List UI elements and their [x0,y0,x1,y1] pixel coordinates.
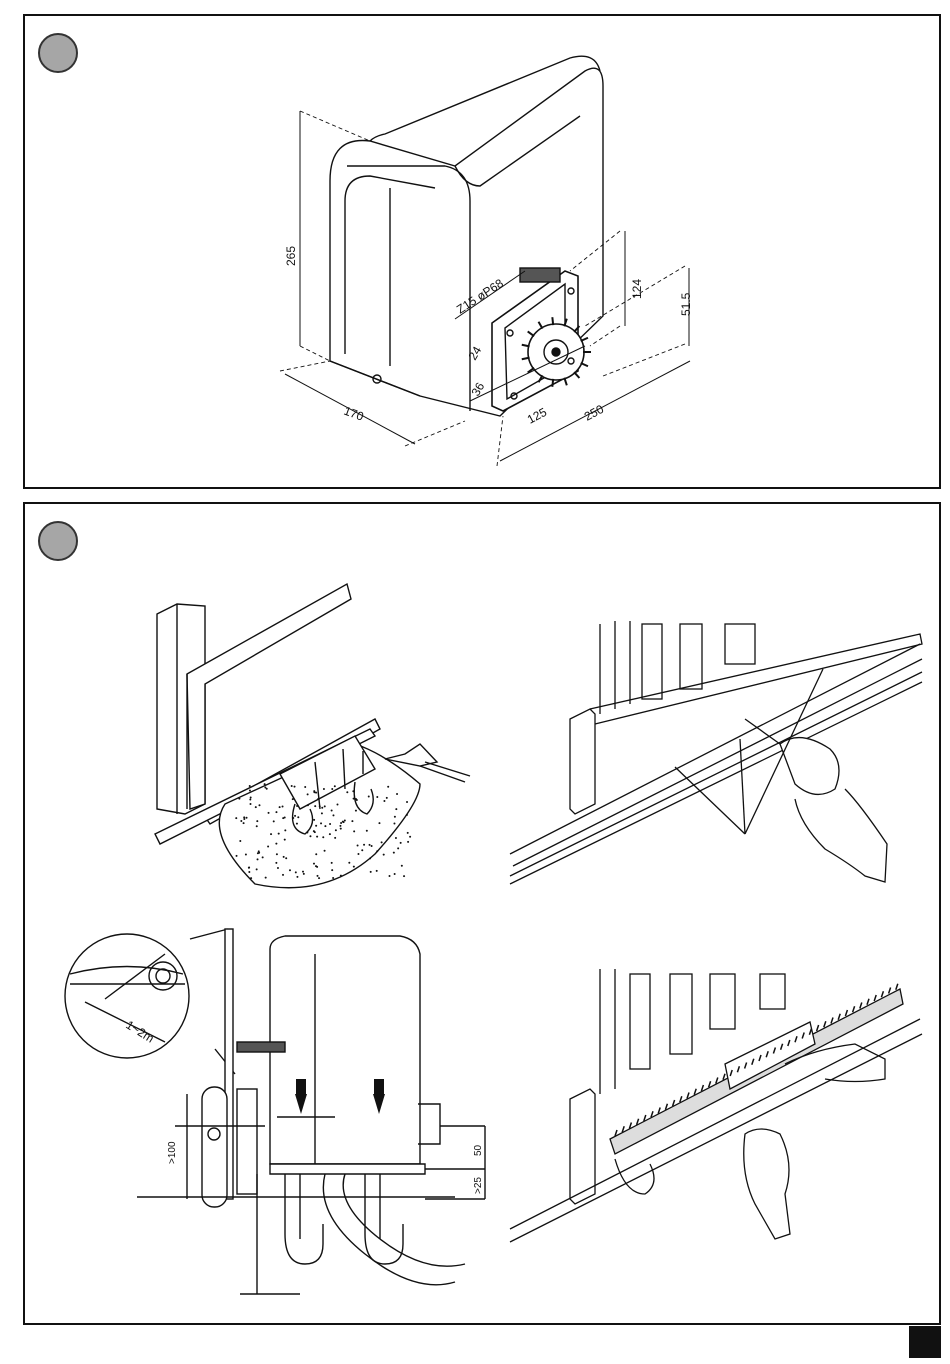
dim-depth: 170 [342,404,366,424]
dim-width: 250 [582,402,607,424]
dim-plate-height: 50 [473,1144,484,1156]
rack-installation-illustration [510,969,922,1242]
page-corner-marker [909,1326,941,1358]
dim-pinion-center: 51.5 [679,292,693,316]
motor-dimension-drawing: 265 170 250 125 124 51.5 Z15 øP68 24 36 [25,16,943,491]
dim-pinion-offset: 125 [525,405,550,427]
gate-drilling-illustration [510,621,922,884]
base-plate-installation-illustration [155,584,470,888]
dim-pinion-height: 124 [630,279,644,299]
motor-cross-section-illustration [65,929,485,1294]
panel-step-2: 1~2m >100 50 >25 [23,502,941,1325]
installation-drawings: 1~2m >100 50 >25 [25,504,943,1327]
dim-wheel-height: >100 [167,1141,178,1164]
dim-base-height: >25 [473,1177,484,1194]
panel-step-1: 265 170 250 125 124 51.5 Z15 øP68 24 36 [23,14,941,489]
dim-height: 265 [284,246,298,266]
